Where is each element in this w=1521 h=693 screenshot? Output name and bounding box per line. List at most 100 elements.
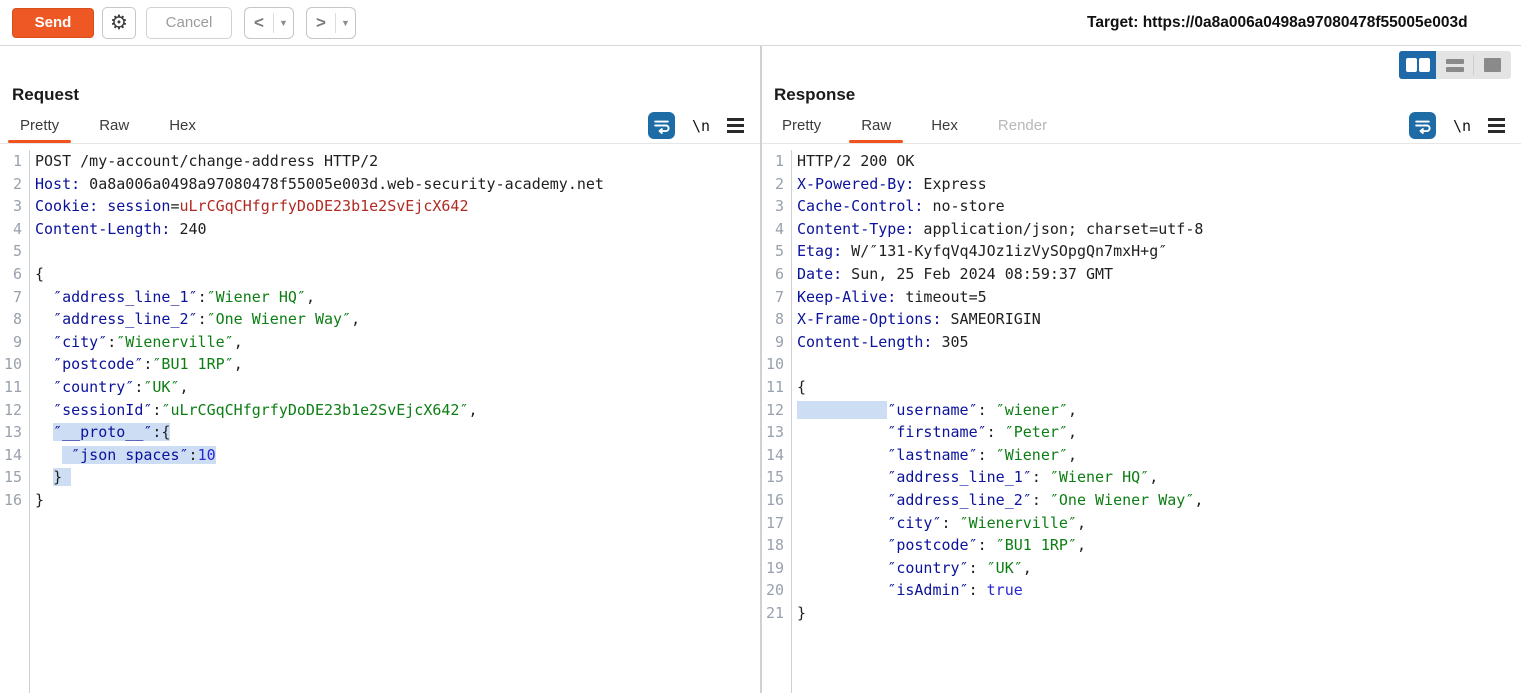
request-tabbar: Pretty Raw Hex \n [0,108,760,144]
code-line: ″lastname″: ″Wiener″, [797,444,1521,467]
line-number: 2 [0,173,22,196]
response-editor-icons: \n [1409,108,1521,143]
hamburger-menu-icon[interactable] [727,118,744,132]
caret-down-icon: ▼ [279,18,288,28]
line-number: 17 [762,512,784,535]
side-by-side-layout-icon[interactable] [1399,51,1436,79]
tab-response-pretty[interactable]: Pretty [782,108,821,143]
line-number: 12 [762,399,784,422]
line-number: 2 [762,173,784,196]
code-line: X-Powered-By: Express [797,173,1521,196]
back-button[interactable]: < [245,8,273,38]
line-number: 4 [0,218,22,241]
chevron-left-icon: < [254,13,264,33]
forward-button[interactable]: > [307,8,335,38]
code-line: ″address_line_1″:″Wiener HQ″, [35,286,760,309]
line-number: 6 [762,263,784,286]
response-title: Response [774,84,1521,108]
newline-chars-toggle-icon[interactable]: \n [692,117,710,135]
code-line: { [797,376,1521,399]
word-wrap-toggle-icon[interactable] [1409,112,1436,139]
request-gutter: 12345678910111213141516 [0,150,30,693]
code-line: ″country″:″UK″, [35,376,760,399]
line-number: 9 [0,331,22,354]
line-number: 14 [0,444,22,467]
repeater-toolbar: Send ⚙ Cancel < ▼ > ▼ Target: https://0a… [0,0,1521,46]
tab-response-raw[interactable]: Raw [861,108,891,143]
line-number: 8 [0,308,22,331]
line-number: 20 [762,579,784,602]
tab-request-raw[interactable]: Raw [99,108,129,143]
gear-button[interactable]: ⚙ [102,7,136,39]
line-number: 11 [0,376,22,399]
line-number: 13 [762,421,784,444]
line-number: 7 [762,286,784,309]
tab-request-pretty[interactable]: Pretty [20,108,59,143]
line-number: 3 [762,195,784,218]
code-line: ″isAdmin″: true [797,579,1521,602]
line-number: 18 [762,534,784,557]
line-number: 15 [0,466,22,489]
request-panel-top [0,46,760,84]
line-number: 8 [762,308,784,331]
line-number: 16 [762,489,784,512]
line-number: 7 [0,286,22,309]
code-line: } [35,466,760,489]
cancel-button[interactable]: Cancel [146,7,232,39]
request-editor-icons: \n [648,108,760,143]
code-line: ″username″: ″wiener″, [797,399,1521,422]
code-line: HTTP/2 200 OK [797,150,1521,173]
code-line: ″postcode″:″BU1 1RP″, [35,353,760,376]
line-number: 19 [762,557,784,580]
request-editor[interactable]: 12345678910111213141516 POST /my-account… [0,144,760,693]
code-line: ″city″:″Wienerville″, [35,331,760,354]
code-line: ″postcode″: ″BU1 1RP″, [797,534,1521,557]
code-line: Host: 0a8a006a0498a97080478f55005e003d.w… [35,173,760,196]
newline-chars-toggle-icon[interactable]: \n [1453,117,1471,135]
send-button[interactable]: Send [12,8,94,38]
line-number: 16 [0,489,22,512]
code-line: } [797,602,1521,625]
line-number: 13 [0,421,22,444]
response-panel: Response Pretty Raw Hex Render \n [762,46,1521,693]
forward-history-dropdown[interactable]: ▼ [336,8,355,38]
code-line: { [35,263,760,286]
code-line: Cache-Control: no-store [797,195,1521,218]
response-lines: HTTP/2 200 OKX-Powered-By: ExpressCache-… [792,150,1521,693]
response-editor[interactable]: 123456789101112131415161718192021 HTTP/2… [762,144,1521,693]
response-gutter: 123456789101112131415161718192021 [762,150,792,693]
line-number: 21 [762,602,784,625]
stacked-layout-icon[interactable] [1436,51,1473,79]
line-number: 1 [0,150,22,173]
single-pane-layout-icon[interactable] [1474,51,1511,79]
line-number: 9 [762,331,784,354]
code-line: Keep-Alive: timeout=5 [797,286,1521,309]
code-line: ″city″: ″Wienerville″, [797,512,1521,535]
response-tabbar: Pretty Raw Hex Render \n [762,108,1521,144]
code-line: Etag: W/″131-KyfqVq4JOz1izVySOpgQn7mxH+g… [797,240,1521,263]
chevron-right-icon: > [316,13,326,33]
line-number: 10 [0,353,22,376]
code-line: ″__proto__″:{ [35,421,760,444]
word-wrap-toggle-icon[interactable] [648,112,675,139]
code-line: ″address_line_2″: ″One Wiener Way″, [797,489,1521,512]
line-number: 10 [762,353,784,376]
request-lines: POST /my-account/change-address HTTP/2Ho… [30,150,760,693]
code-line: ″firstname″: ″Peter″, [797,421,1521,444]
code-line: ″json spaces″:10 [35,444,760,467]
code-line: Cookie: session=uLrCGqCHfgrfyDoDE23b1e2S… [35,195,760,218]
line-number: 5 [0,240,22,263]
request-response-split: Request Pretty Raw Hex \n 12345 [0,46,1521,693]
line-number: 12 [0,399,22,422]
tab-response-hex[interactable]: Hex [931,108,958,143]
back-button-group: < ▼ [244,7,294,39]
request-title: Request [12,84,760,108]
code-line [797,353,1521,376]
forward-button-group: > ▼ [306,7,356,39]
back-history-dropdown[interactable]: ▼ [274,8,293,38]
hamburger-menu-icon[interactable] [1488,118,1505,132]
tab-request-hex[interactable]: Hex [169,108,196,143]
target-url[interactable]: Target: https://0a8a006a0498a97080478f55… [1087,0,1468,46]
line-number: 15 [762,466,784,489]
code-line: Content-Length: 305 [797,331,1521,354]
